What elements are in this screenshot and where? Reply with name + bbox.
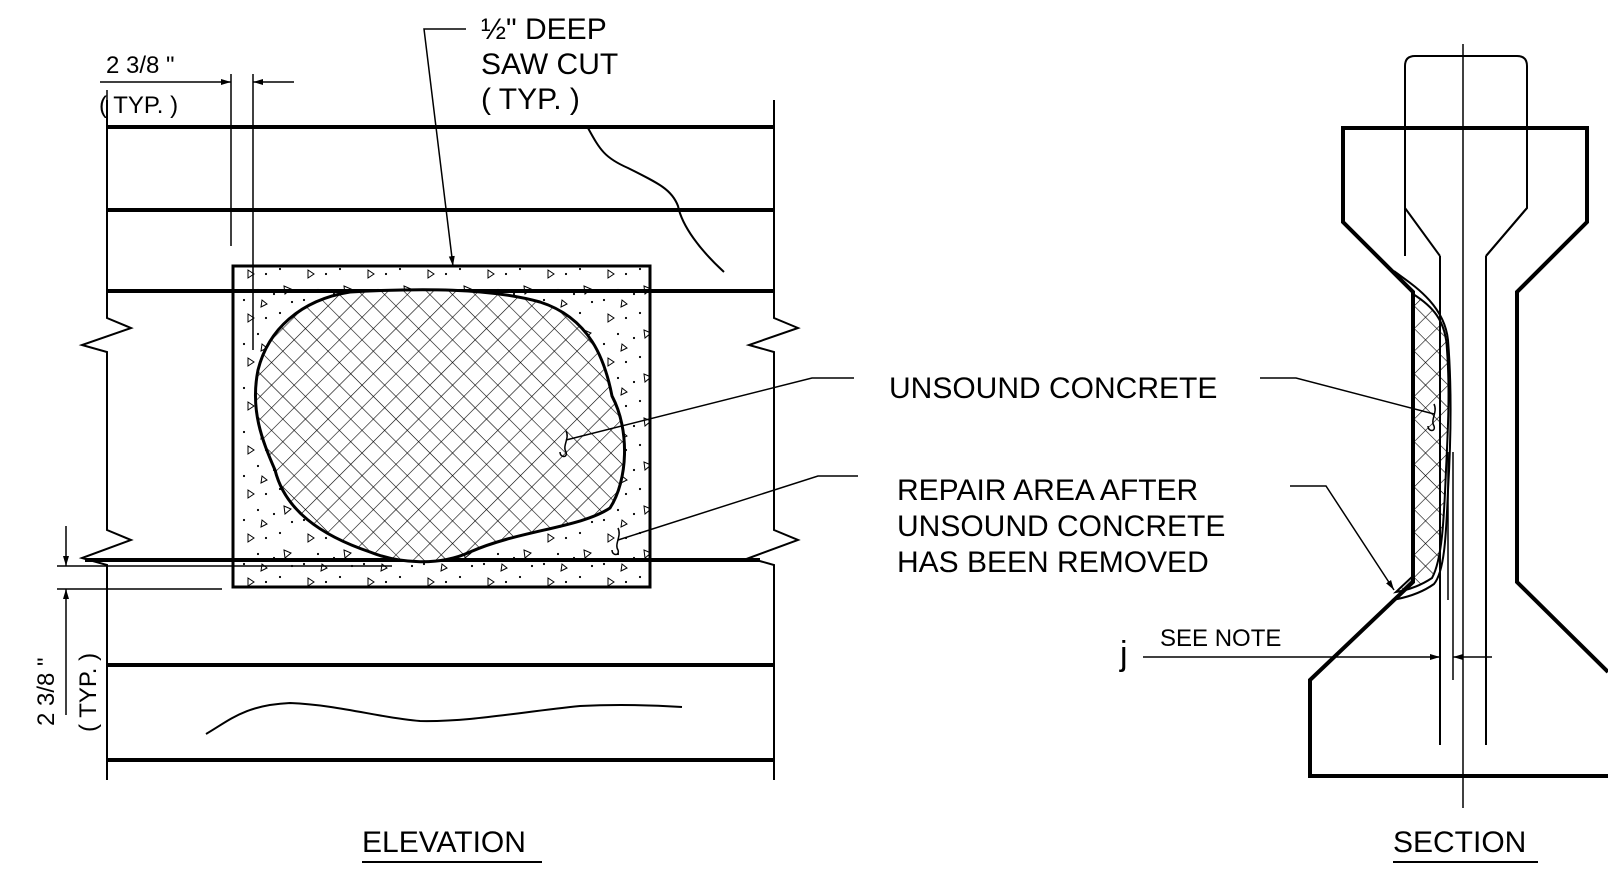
- unsound-concrete-label: UNSOUND CONCRETE: [889, 372, 1217, 405]
- see-note-label: SEE NOTE: [1160, 625, 1281, 652]
- repair-area-label-line2: UNSOUND CONCRETE: [897, 510, 1225, 543]
- repair-area-label-line1: REPAIR AREA AFTER: [897, 474, 1198, 507]
- repair-leader-elevation: [617, 475, 858, 541]
- crack-lower: [205, 701, 683, 735]
- elevation-title: ELEVATION: [362, 826, 526, 859]
- section-view: [1143, 44, 1608, 808]
- section-labels: j SEE NOTE SECTION: [1119, 625, 1538, 863]
- right-break-line: [745, 100, 801, 780]
- saw-cut-rectangle: [231, 264, 652, 589]
- left-break-line: [78, 100, 134, 780]
- repair-area-label-line3: HAS BEEN REMOVED: [897, 546, 1209, 579]
- repair-leader-tail-elev: [611, 527, 620, 556]
- j-symbol: j: [1119, 635, 1128, 673]
- repair-leader-section: [1290, 485, 1395, 591]
- crack-upper: [587, 127, 725, 273]
- web-inner-line-right: [1485, 207, 1528, 257]
- girder-outline-right: [1465, 126, 1608, 674]
- saw-cut-note-line2: SAW CUT: [481, 48, 618, 81]
- dim-left-typ: ( TYP. ): [75, 653, 102, 732]
- section-repair-outline: [1391, 270, 1452, 601]
- dim-top-typ: ( TYP. ): [99, 92, 178, 119]
- elevation-labels: ½" DEEP SAW CUT ( TYP. ) 2 3/8 " ( TYP. …: [33, 13, 618, 863]
- saw-cut-note-line3: ( TYP. ): [481, 83, 580, 116]
- unsound-leader-section: [1260, 377, 1435, 415]
- callout-labels: UNSOUND CONCRETE REPAIR AREA AFTER UNSOU…: [889, 372, 1225, 579]
- section-title: SECTION: [1393, 826, 1526, 859]
- saw-cut-leader: [423, 28, 466, 267]
- dim-top-value: 2 3/8 ": [106, 52, 175, 79]
- unsound-leader-tail-sec: [1427, 403, 1436, 432]
- elevation-view: [57, 28, 858, 780]
- top-protrusion: [1404, 55, 1528, 257]
- unsound-concrete-hatch: [255, 289, 625, 562]
- web-inner-line-left: [1404, 207, 1441, 257]
- section-repair-hatch: [1392, 292, 1450, 594]
- unsound-leader-tail-elev: [559, 430, 568, 458]
- dim-left-value: 2 3/8 ": [33, 657, 60, 726]
- unsound-leader-elevation: [565, 377, 854, 441]
- saw-cut-note-line1: ½" DEEP: [481, 13, 607, 46]
